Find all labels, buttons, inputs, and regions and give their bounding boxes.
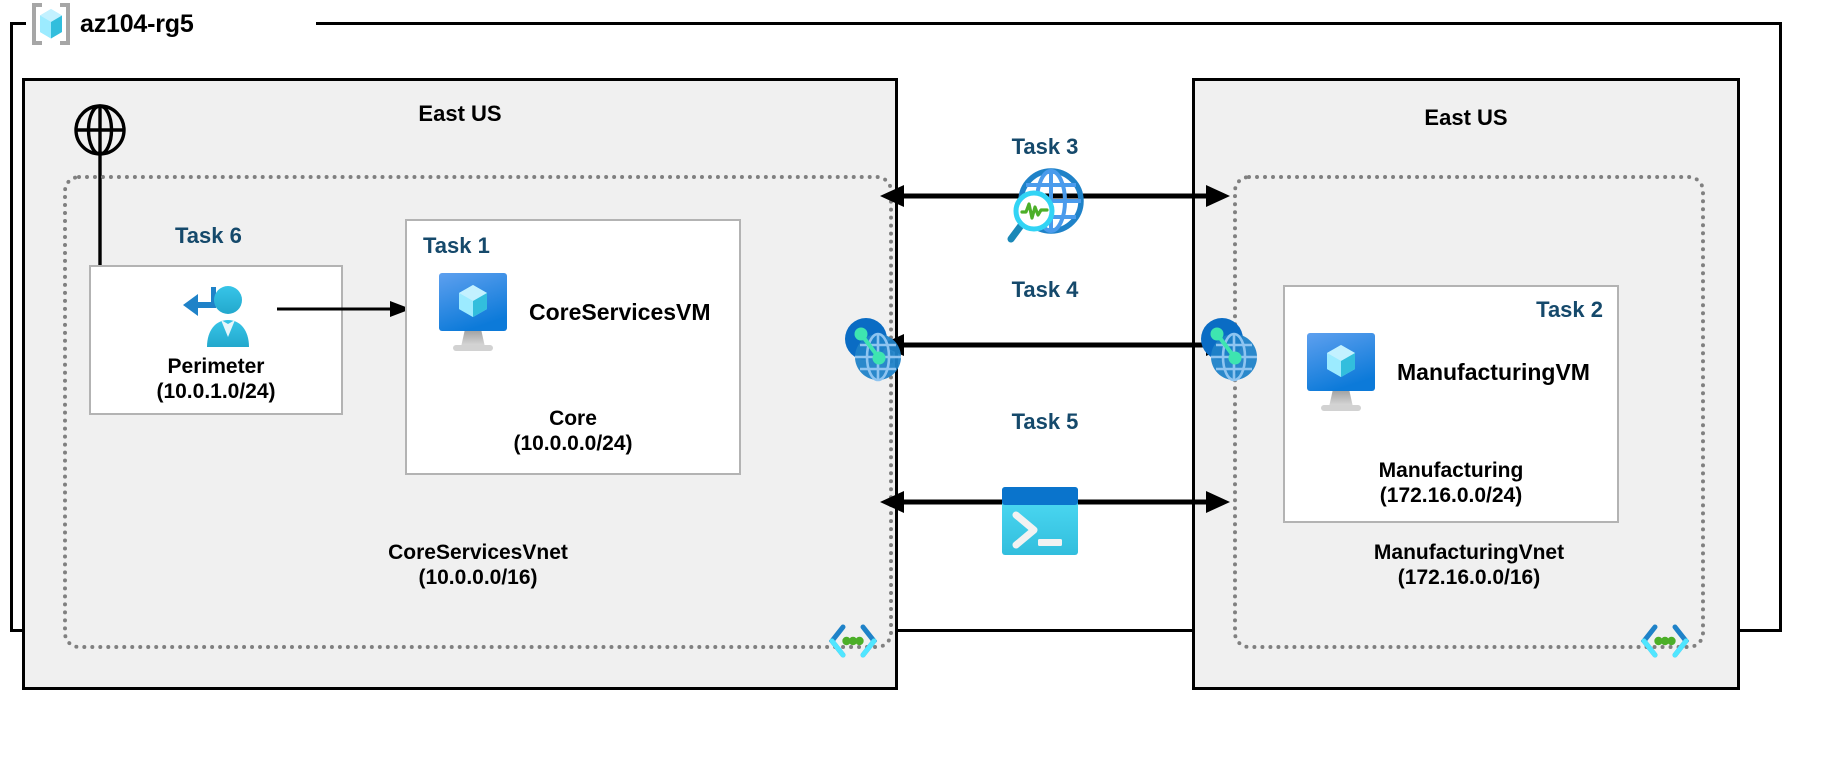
region-title-right: East US <box>1424 105 1508 130</box>
region-title-left: East US <box>418 101 502 126</box>
task-label-4: Task 4 <box>1011 277 1079 302</box>
task-label-6: Task 6 <box>175 223 242 248</box>
subnet-caption-manufacturing: Manufacturing (172.16.0.0/24) <box>1378 458 1524 508</box>
resource-group-title-backdrop <box>26 0 316 46</box>
connector-task4 <box>880 334 1230 356</box>
connector-perimeter-to-core <box>277 301 411 317</box>
vnet-brackets-icon <box>1640 621 1690 661</box>
vnet-peering-icon <box>1196 315 1257 382</box>
vnet-caption-coreservices: CoreServicesVnet (10.0.0.0/16) <box>388 540 568 590</box>
vnet-brackets-icon <box>828 621 878 661</box>
region-panel-left: East US Task 6 <box>22 78 898 690</box>
task-label-1: Task 1 <box>423 233 490 258</box>
cloud-shell-icon <box>1000 485 1080 562</box>
resource-manufacturingvm: ManufacturingVM <box>1303 329 1590 415</box>
resource-name-manufacturingvm: ManufacturingVM <box>1397 358 1590 385</box>
vnet-coreservices: Task 6 <box>63 175 893 658</box>
region-panel-right: East US Task 2 <box>1192 78 1740 690</box>
connector-task3 <box>880 185 1230 207</box>
subnet-caption-core: Core (10.0.0.0/24) <box>513 406 633 456</box>
task-label-3: Task 3 <box>1011 134 1079 159</box>
globe-icon <box>73 103 127 157</box>
virtual-machine-icon <box>1303 329 1379 415</box>
bastion-user-icon <box>180 281 256 351</box>
virtual-machine-icon <box>435 269 511 355</box>
subnet-core: Task 1 <box>405 219 741 475</box>
task-label-2: Task 2 <box>1536 297 1603 322</box>
subnet-manufacturing: Task 2 <box>1283 285 1619 523</box>
vnet-peering-icon <box>840 315 901 382</box>
resource-group-title: az104-rg5 <box>28 2 194 46</box>
resource-coreservicesvm: CoreServicesVM <box>435 269 711 355</box>
subnet-perimeter: Perimeter (10.0.1.0/24) <box>89 265 343 415</box>
vnet-manufacturing: Task 2 <box>1233 175 1705 658</box>
resource-name-coreservicesvm: CoreServicesVM <box>529 298 711 325</box>
network-watcher-icon <box>1003 165 1087 252</box>
subnet-caption-perimeter: Perimeter (10.0.1.0/24) <box>156 354 276 404</box>
resource-group-cube-icon <box>28 2 74 46</box>
task-label-5: Task 5 <box>1011 409 1079 434</box>
resource-group-name: az104-rg5 <box>80 9 194 38</box>
vnet-caption-manufacturing: ManufacturingVnet (172.16.0.0/16) <box>1373 540 1565 590</box>
